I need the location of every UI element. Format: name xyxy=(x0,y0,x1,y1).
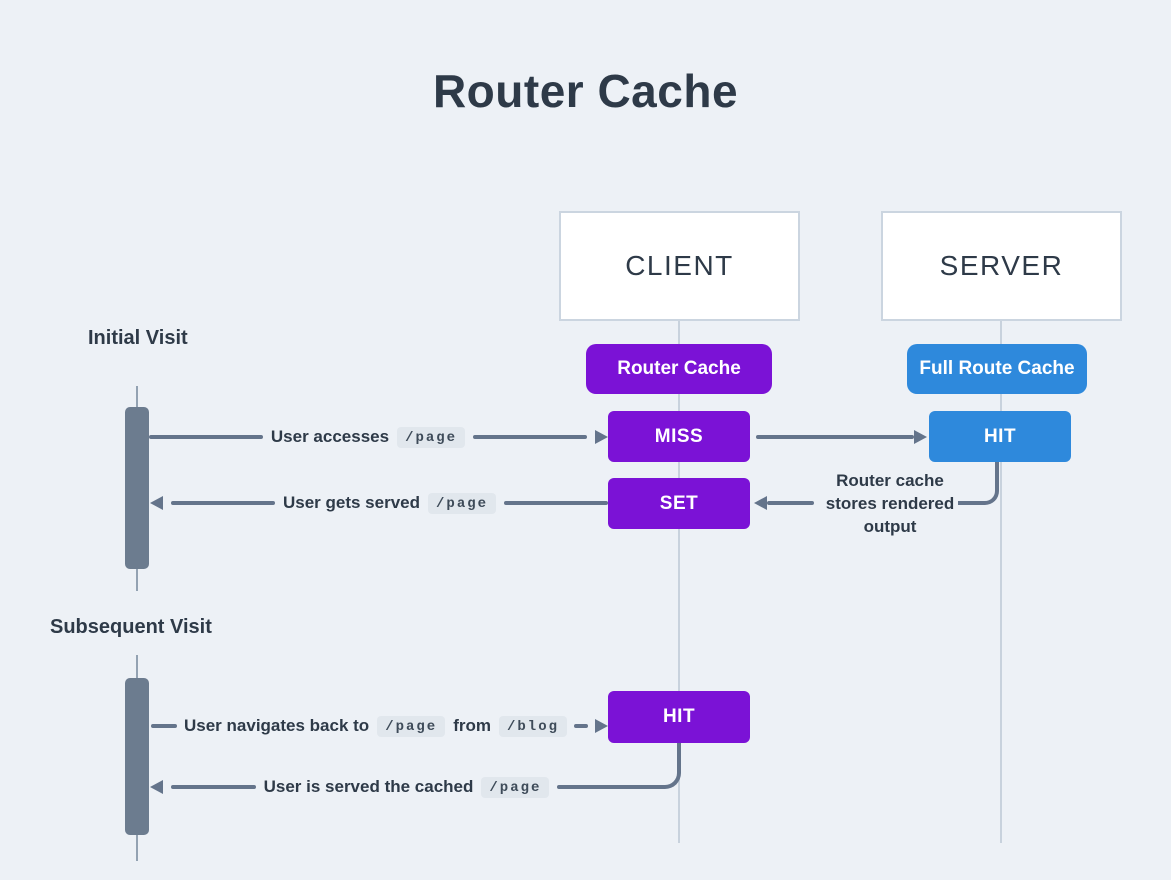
server-hit-node-label: HIT xyxy=(983,425,1017,447)
arrow-line xyxy=(767,501,814,505)
initial-visit-timeline-bar xyxy=(125,407,149,569)
subsequent-visit-timeline-bar xyxy=(125,678,149,835)
message-label: User is served the cached /page xyxy=(263,776,550,798)
server-column-label: SERVER xyxy=(939,250,1064,281)
code-chip-page: /page xyxy=(377,715,446,737)
server-note-line: output xyxy=(863,517,917,536)
server-note-line: Router cache xyxy=(836,471,944,490)
code-chip-page: /page xyxy=(428,492,497,514)
timeline-stem xyxy=(136,386,138,408)
arrowhead-left-icon xyxy=(150,496,163,510)
server-column-box: SERVER xyxy=(881,211,1122,321)
message-user-navigates-back: User navigates back to /page from /blog xyxy=(151,708,608,744)
arrow-line xyxy=(149,435,263,439)
message-text: User accesses xyxy=(270,427,390,446)
miss-node: MISS xyxy=(608,411,750,462)
server-return-elbow xyxy=(958,462,999,505)
arrow-line xyxy=(504,501,609,505)
client-column-label: CLIENT xyxy=(625,250,734,281)
arrow-line xyxy=(756,435,914,439)
message-user-accesses: User accesses /page xyxy=(149,419,608,455)
subsequent-visit-label: Subsequent Visit xyxy=(50,616,212,638)
message-text: from xyxy=(453,716,491,735)
arrow-line xyxy=(171,501,275,505)
timeline-stem xyxy=(136,569,138,591)
full-route-cache-badge-label: Full Route Cache xyxy=(919,358,1075,379)
page-title: Router Cache xyxy=(432,65,739,117)
message-text: User is served the cached xyxy=(263,777,474,796)
arrow-line xyxy=(574,724,588,728)
message-user-gets-served: User gets served /page xyxy=(150,485,609,521)
timeline-stem xyxy=(136,835,138,861)
arrow-line xyxy=(151,724,177,728)
code-chip-page: /page xyxy=(481,776,550,798)
arrowhead-right-icon xyxy=(914,430,927,444)
message-text: User navigates back to xyxy=(184,716,370,735)
router-cache-badge: Router Cache xyxy=(586,344,772,394)
miss-node-label: MISS xyxy=(654,425,704,447)
server-note: Router cache stores rendered output xyxy=(800,469,980,538)
timeline-stem xyxy=(136,655,138,679)
arrow-line xyxy=(473,435,587,439)
code-chip-blog: /blog xyxy=(499,715,568,737)
client-hit-node-label: HIT xyxy=(662,706,696,727)
server-lifeline xyxy=(1000,321,1002,843)
message-label: User gets served /page xyxy=(282,492,497,514)
set-node-label: SET xyxy=(659,492,699,514)
router-cache-badge-label: Router Cache xyxy=(617,358,741,379)
message-text: User gets served xyxy=(282,493,421,512)
code-chip-page: /page xyxy=(397,426,466,448)
client-hit-node: HIT xyxy=(608,691,750,743)
set-node: SET xyxy=(608,478,750,529)
full-route-cache-badge: Full Route Cache xyxy=(907,344,1087,394)
arrowhead-right-icon xyxy=(595,719,608,733)
client-return-elbow xyxy=(632,743,681,789)
message-user-served-cached: User is served the cached /page xyxy=(150,769,643,805)
arrow-line xyxy=(171,785,256,789)
message-label: User navigates back to /page from /blog xyxy=(184,715,568,737)
arrowhead-left-icon xyxy=(754,496,767,510)
server-hit-node: HIT xyxy=(929,411,1071,462)
arrowhead-right-icon xyxy=(595,430,608,444)
client-lifeline xyxy=(678,321,680,843)
client-column-box: CLIENT xyxy=(559,211,800,321)
message-label: User accesses /page xyxy=(270,426,466,448)
arrowhead-left-icon xyxy=(150,780,163,794)
initial-visit-label: Initial Visit xyxy=(88,327,188,349)
arrow-line xyxy=(557,785,643,789)
server-note-line: stores rendered xyxy=(825,494,955,513)
